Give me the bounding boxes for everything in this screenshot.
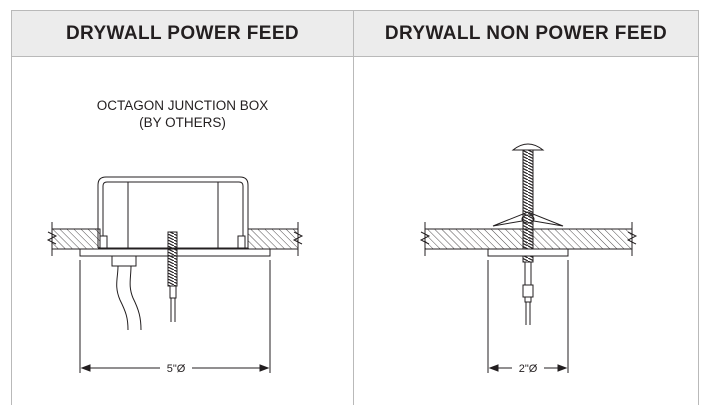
non-power-dimension-line: [487, 260, 569, 373]
octagon-junction-box: [97, 176, 249, 249]
power-feed-cable: [111, 255, 142, 331]
mounting-plate: [487, 248, 569, 257]
power-feed-panel: DRYWALL POWER FEED OCTAGON JUNCTION BOX …: [11, 10, 354, 405]
threaded-rod: [167, 231, 178, 322]
power-feed-header: DRYWALL POWER FEED: [12, 10, 353, 57]
power-dimension-line: [79, 260, 271, 373]
non-power-feed-panel: DRYWALL NON POWER FEED: [353, 10, 699, 405]
non-power-dimension-label: 2"Ø: [519, 363, 538, 375]
power-dimension-label: 5"Ø: [167, 363, 186, 375]
power-feed-drawing: [46, 176, 304, 373]
junction-box-caption-line1: OCTAGON JUNCTION BOX: [96, 98, 269, 113]
toggle-bolt: [511, 143, 545, 325]
power-feed-title: DRYWALL POWER FEED: [65, 22, 300, 44]
non-power-feed-title: DRYWALL NON POWER FEED: [384, 22, 668, 44]
non-power-feed-header: DRYWALL NON POWER FEED: [354, 10, 698, 57]
non-power-feed-drawing: [419, 143, 638, 373]
junction-box-caption-line2: (BY OTHERS): [139, 115, 226, 130]
junction-box-caption: OCTAGON JUNCTION BOX (BY OTHERS): [12, 97, 353, 131]
